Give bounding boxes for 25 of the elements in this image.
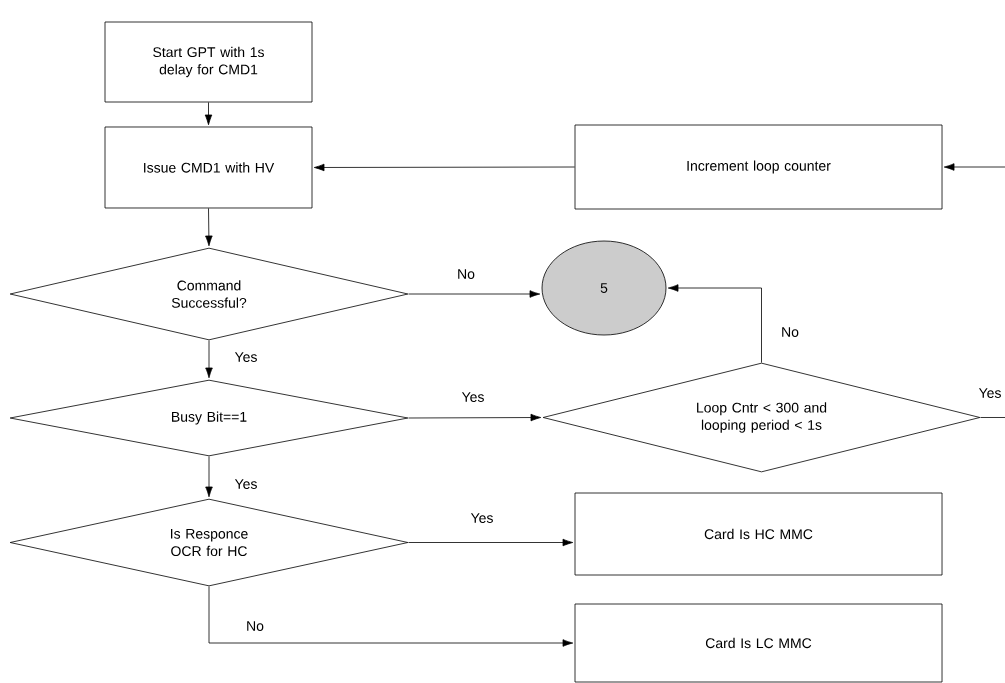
process-box: Card Is LC MMC	[574, 603, 943, 683]
arrow	[943, 163, 1005, 171]
arrow	[667, 284, 762, 363]
edge-label: Yes	[234, 479, 257, 489]
edge-label: No	[247, 621, 264, 631]
edge-label: Yes	[470, 513, 493, 523]
process-box: Card Is HC MMC	[574, 492, 943, 576]
arrow	[408, 290, 541, 298]
arrow	[205, 208, 213, 247]
arrow	[313, 163, 575, 172]
process-box: Start GPT with 1s delay for CMD1	[104, 21, 313, 103]
edge-label: Yes	[234, 352, 257, 362]
edge-label: No	[782, 327, 799, 337]
edge-label: Yes	[461, 392, 484, 402]
process-box: Increment loop counter	[574, 124, 943, 210]
arrow	[205, 456, 213, 498]
arrow	[408, 538, 574, 547]
connector-line	[980, 417, 1005, 418]
edge-label: No	[458, 269, 475, 279]
arrow	[205, 340, 213, 379]
arrow	[204, 102, 213, 126]
arrow	[208, 586, 574, 647]
arrow	[408, 413, 542, 422]
edge-label: Yes	[978, 388, 1001, 398]
process-box: Issue CMD1 with HV	[104, 126, 313, 209]
